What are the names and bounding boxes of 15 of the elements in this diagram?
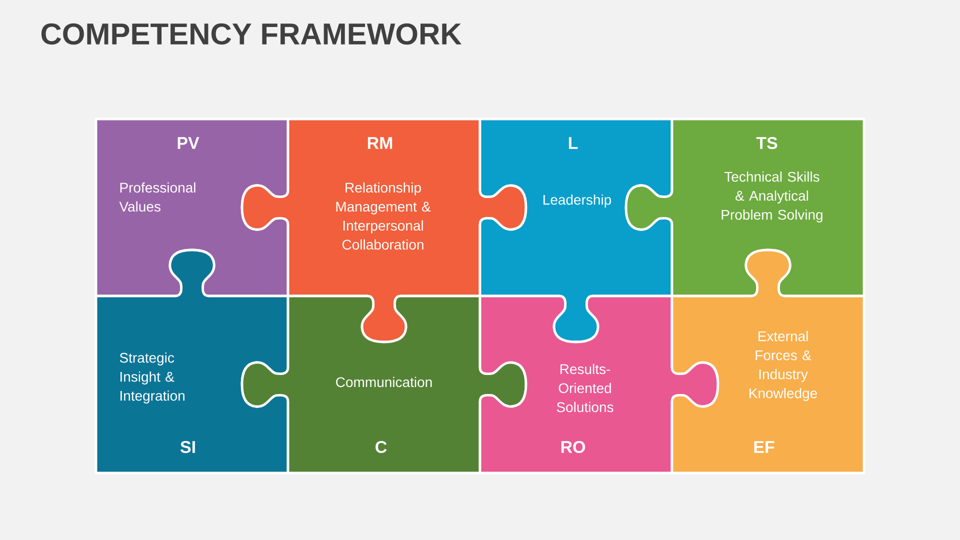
abbreviation: TS — [756, 136, 778, 150]
piece-label: Leadership — [544, 194, 612, 208]
piece-label: Strategic Insight & Integration — [120, 352, 184, 404]
piece-label: Technical Skills & Analytical Problem Solving — [722, 171, 822, 223]
abbreviation: C — [376, 440, 387, 454]
piece-label: Communication — [336, 376, 432, 388]
abbreviation: SI — [180, 440, 195, 454]
piece-label: Results-Oriented Solutions — [556, 364, 614, 412]
abbreviation: L — [568, 137, 578, 149]
piece-label: Relationship Management & Interpersonal Collaboration — [336, 182, 431, 250]
abbreviation: EF — [754, 441, 774, 453]
abbreviation: RM — [368, 137, 392, 149]
title: COMPETENCY FRAMEWORK — [41, 23, 462, 45]
abbreviation: RO — [561, 440, 586, 454]
piece-label: External Forces & Industry Knowledge — [750, 330, 817, 402]
